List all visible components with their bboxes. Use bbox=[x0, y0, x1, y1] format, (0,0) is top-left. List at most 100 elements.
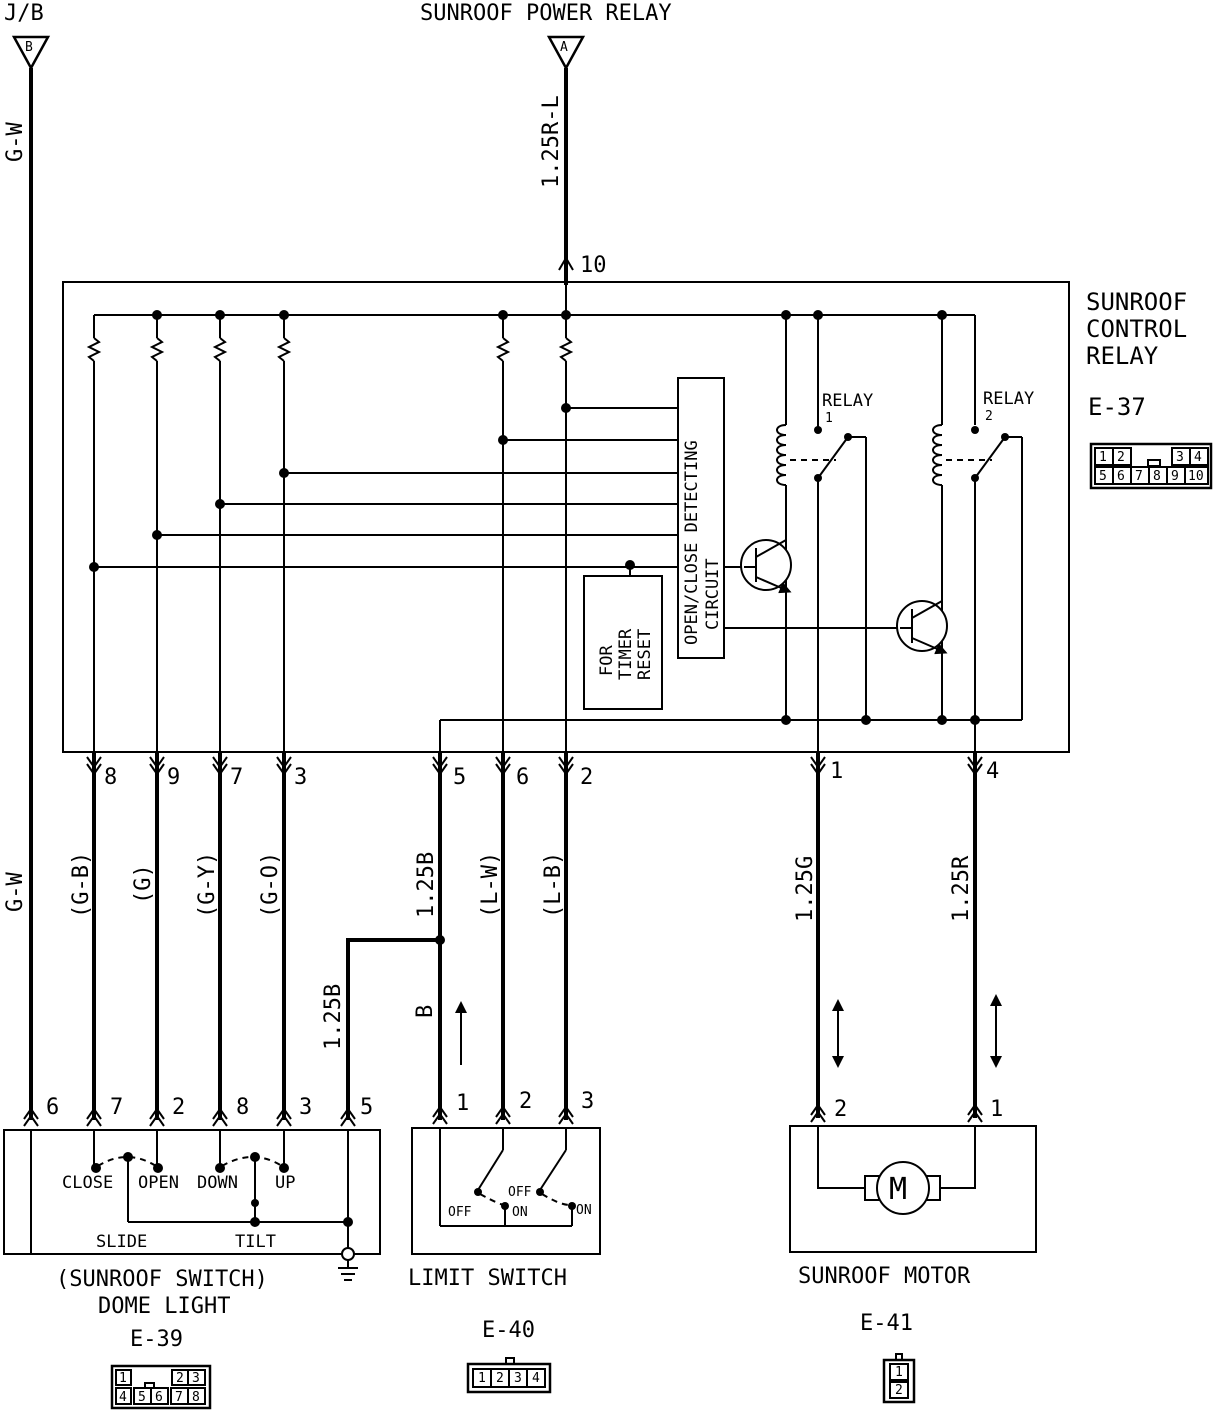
svg-text:6: 6 bbox=[155, 1390, 163, 1405]
sunroof-switch-box bbox=[3, 1129, 381, 1255]
jb-connector-b: B bbox=[11, 35, 51, 71]
svg-text:3: 3 bbox=[299, 1095, 312, 1120]
svg-text:SUNROOF: SUNROOF bbox=[1086, 288, 1187, 316]
svg-text:RELAY: RELAY bbox=[822, 391, 873, 411]
wire-label-g-w-top: G-W bbox=[3, 122, 28, 162]
limit-switch-box bbox=[411, 1127, 601, 1255]
transistor-2-icon bbox=[896, 600, 948, 655]
svg-text:2: 2 bbox=[1117, 450, 1125, 465]
jb-label: J/B bbox=[4, 1, 44, 26]
svg-text:7: 7 bbox=[110, 1095, 123, 1120]
relay-2-contacts-icon bbox=[971, 426, 1009, 482]
e41-connector-icon: 1 2 bbox=[882, 1353, 916, 1404]
wire-label-1-25r-l: 1.25R-L bbox=[539, 95, 564, 188]
pin10-arrow bbox=[558, 256, 574, 271]
svg-text:TIMER: TIMER bbox=[616, 628, 636, 680]
svg-text:OPEN/CLOSE DETECTING: OPEN/CLOSE DETECTING bbox=[682, 440, 702, 645]
svg-text:9: 9 bbox=[167, 765, 180, 790]
svg-text:3: 3 bbox=[514, 1371, 522, 1386]
wire-label-1-25b-lower: 1.25B bbox=[321, 984, 346, 1050]
e39-connector-icon: 1 2 3 4 5 6 7 8 bbox=[110, 1364, 212, 1410]
svg-text:4: 4 bbox=[119, 1390, 127, 1405]
sunroof-switch-internals bbox=[30, 1130, 355, 1261]
svg-text:8: 8 bbox=[1153, 469, 1161, 484]
control-relay-title: SUNROOF CONTROL RELAY bbox=[1086, 288, 1187, 370]
wire-label-l-b: (L-B) bbox=[541, 852, 566, 918]
ground-icon bbox=[338, 1260, 358, 1281]
timer-reset-box bbox=[583, 575, 663, 710]
wire-label-g: (G) bbox=[131, 864, 156, 904]
switch-label-up: UP bbox=[275, 1173, 295, 1193]
limit-switch-pins: 1 2 3 bbox=[432, 1089, 594, 1125]
wire-label-g-o: (G-O) bbox=[258, 852, 283, 918]
svg-text:3: 3 bbox=[581, 1089, 594, 1114]
transistor-1-icon bbox=[740, 485, 792, 720]
svg-text:2: 2 bbox=[519, 1089, 532, 1114]
sunroof-switch-id: E-39 bbox=[130, 1327, 183, 1352]
motor-pins: 2 1 bbox=[810, 1097, 1003, 1123]
control-relay-pin-10: 10 bbox=[580, 253, 607, 278]
sunroof-switch-name: (SUNROOF SWITCH) bbox=[56, 1267, 268, 1292]
limit-switch-on-2: ON bbox=[576, 1203, 592, 1218]
svg-text:1: 1 bbox=[119, 1371, 127, 1386]
svg-text:RELAY: RELAY bbox=[983, 389, 1034, 409]
svg-text:3: 3 bbox=[294, 765, 307, 790]
svg-text:8: 8 bbox=[104, 765, 117, 790]
e37-connector-icon: 1 2 3 4 5 6 7 8 9 10 bbox=[1089, 442, 1213, 490]
power-relay-connector-a: A bbox=[546, 35, 586, 71]
svg-text:A: A bbox=[560, 40, 568, 55]
svg-text:2: 2 bbox=[985, 409, 993, 424]
svg-text:2: 2 bbox=[496, 1371, 504, 1386]
limit-switch-off-2: OFF bbox=[508, 1185, 532, 1200]
svg-text:8: 8 bbox=[236, 1095, 249, 1120]
svg-text:6: 6 bbox=[46, 1095, 59, 1120]
svg-text:7: 7 bbox=[175, 1390, 183, 1405]
limit-switch-off-1: OFF bbox=[448, 1205, 472, 1220]
svg-text:5: 5 bbox=[360, 1095, 373, 1120]
svg-text:5: 5 bbox=[1099, 469, 1107, 484]
sunroof-motor-id: E-41 bbox=[860, 1311, 913, 1336]
svg-text:7: 7 bbox=[1135, 469, 1143, 484]
svg-text:2: 2 bbox=[580, 765, 593, 790]
sunroof-motor-box bbox=[789, 1125, 1037, 1253]
svg-text:10: 10 bbox=[1188, 469, 1204, 484]
limit-switch-internals bbox=[439, 1128, 576, 1227]
svg-text:4: 4 bbox=[1194, 450, 1202, 465]
relay-internal-wiring bbox=[86, 285, 1023, 752]
svg-text:6: 6 bbox=[516, 765, 529, 790]
wire-label-g-y: (G-Y) bbox=[195, 852, 220, 918]
wire-label-l-w: (L-W) bbox=[478, 852, 503, 918]
motor-icon: M bbox=[817, 1126, 976, 1215]
svg-text:M: M bbox=[889, 1172, 907, 1207]
svg-text:1: 1 bbox=[990, 1097, 1003, 1122]
e40-connector-icon: 1 2 3 4 bbox=[466, 1357, 552, 1394]
wire-label-b: B bbox=[413, 1005, 438, 1018]
svg-text:1: 1 bbox=[456, 1091, 469, 1116]
limit-switch-name: LIMIT SWITCH bbox=[408, 1266, 567, 1291]
svg-text:7: 7 bbox=[230, 765, 243, 790]
svg-text:2: 2 bbox=[176, 1371, 184, 1386]
svg-text:9: 9 bbox=[1171, 469, 1179, 484]
power-relay-label: SUNROOF POWER RELAY bbox=[420, 1, 672, 26]
relay-2-coil-icon bbox=[932, 424, 992, 486]
wire-label-1-25g: 1.25G bbox=[793, 856, 818, 922]
sunroof-switch-pins: 6 7 2 8 3 5 bbox=[23, 1095, 373, 1127]
svg-text:FOR: FOR bbox=[597, 645, 617, 676]
svg-text:3: 3 bbox=[1176, 450, 1184, 465]
open-close-detecting-circuit bbox=[677, 377, 725, 659]
svg-text:RESET: RESET bbox=[635, 629, 655, 680]
sunroof-motor-name: SUNROOF MOTOR bbox=[798, 1264, 971, 1289]
limit-switch-on-1: ON bbox=[512, 1205, 528, 1220]
svg-text:1: 1 bbox=[830, 759, 843, 784]
svg-text:4: 4 bbox=[986, 759, 999, 784]
detecting-circuit-label: OPEN/CLOSE DETECTING CIRCUIT bbox=[682, 440, 723, 645]
external-wires bbox=[92, 752, 977, 1120]
relay-1-contacts-icon bbox=[814, 426, 852, 482]
svg-text:3: 3 bbox=[192, 1371, 200, 1386]
relay-bottom-pins: 8 9 7 3 5 6 2 1 4 bbox=[86, 756, 999, 790]
control-relay-id: E-37 bbox=[1088, 393, 1146, 421]
relay-2-label: RELAY 2 bbox=[983, 389, 1034, 424]
wire-label-1-25r: 1.25R bbox=[949, 855, 974, 922]
svg-text:1: 1 bbox=[1099, 450, 1107, 465]
